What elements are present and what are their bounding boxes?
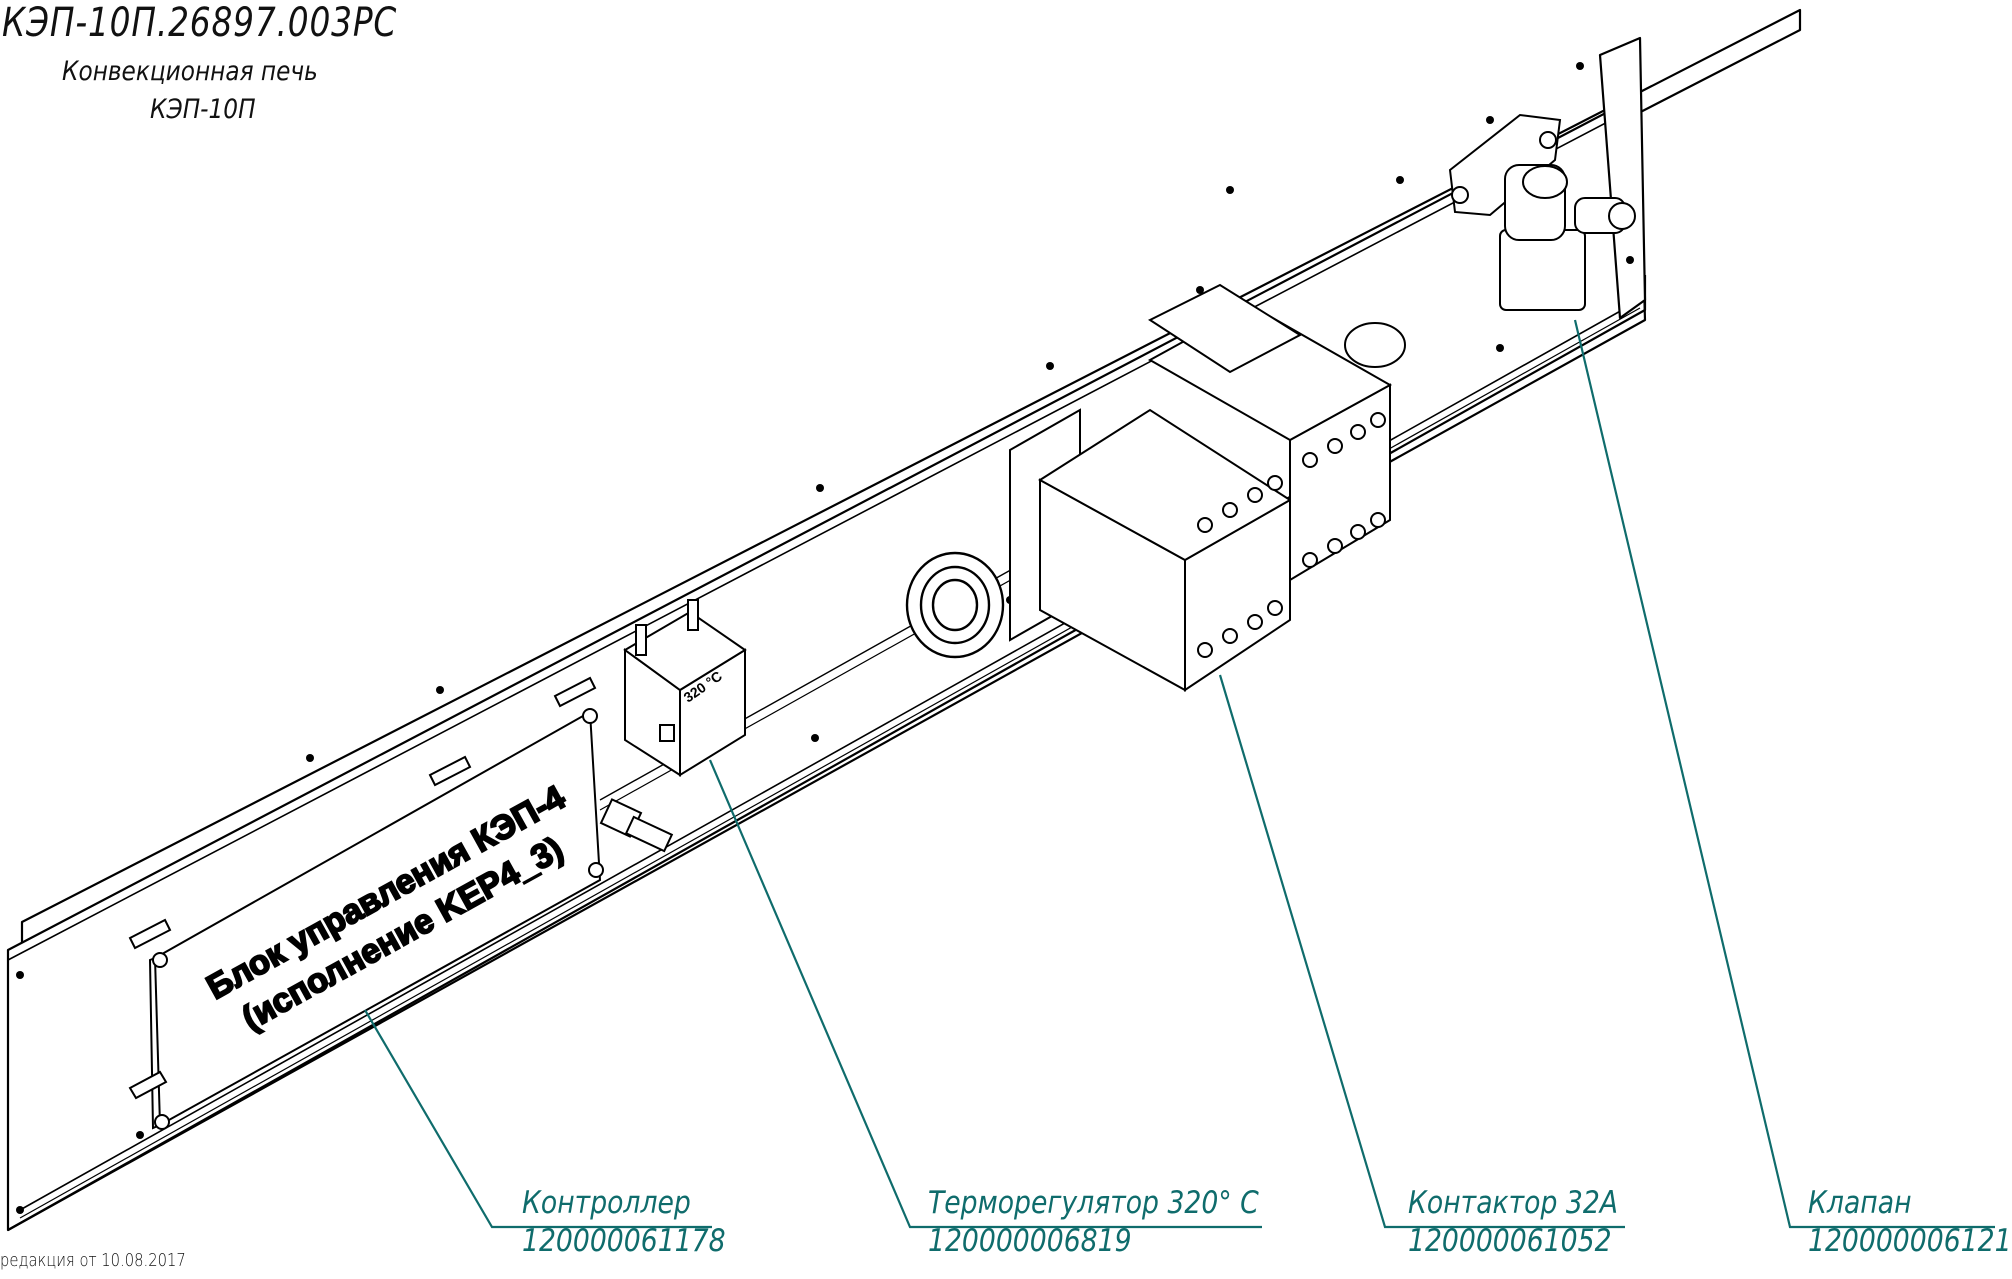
callout-controller: Контроллер 120000061178 <box>522 1186 726 1258</box>
cable-gland <box>905 551 1005 659</box>
leader-lines <box>364 319 1995 1229</box>
valve-flange <box>1448 113 1562 217</box>
panel-holes <box>16 62 1634 1214</box>
callout-valve-code: 120000006121 <box>1808 1223 2012 1259</box>
callout-contactor: Контактор 32А 120000061052 <box>1408 1186 1618 1258</box>
controller-plate <box>153 710 602 1127</box>
callout-controller-code: 120000061178 <box>522 1223 726 1259</box>
leader-controller <box>364 1009 712 1229</box>
leader-contactor <box>1218 674 1625 1229</box>
contactor-assembly <box>1009 283 1406 692</box>
thermostat-notch <box>659 724 675 742</box>
leader-thermostat <box>708 759 1262 1229</box>
callout-contactor-code: 120000061052 <box>1408 1223 1612 1259</box>
valve-coil <box>1499 229 1586 311</box>
callout-contactor-name: Контактор 32А <box>1408 1185 1619 1221</box>
document-model: КЭП-10П <box>150 94 256 125</box>
revision-note: редакция от 10.08.2017 <box>0 1250 186 1271</box>
document-code: КЭП-10П.26897.003РС <box>2 0 398 46</box>
contactor-coil-block <box>1147 283 1303 374</box>
controller-standoffs <box>128 676 604 1130</box>
valve-cap <box>1522 165 1568 199</box>
contactor-cover-cap <box>1344 322 1406 368</box>
valve-screw-2 <box>1539 131 1557 149</box>
callout-valve: Клапан 120000006121 <box>1808 1186 2012 1258</box>
callout-thermostat-name: Терморегулятор 320° С <box>928 1185 1259 1221</box>
callout-thermostat: Терморегулятор 320° С 120000006819 <box>928 1186 1259 1258</box>
leader-valve <box>1573 319 1995 1229</box>
valve-screw-1 <box>1451 186 1469 204</box>
valve <box>1448 113 1636 311</box>
thermostat-terminal-1 <box>635 624 647 656</box>
document-title: Конвекционная печь <box>62 56 318 87</box>
panel-rail-upper <box>19 299 1641 1211</box>
thermostat-top <box>623 610 747 692</box>
callout-valve-name: Клапан <box>1808 1185 1912 1221</box>
thermostat: 320 °C <box>599 599 747 853</box>
valve-outlet-bore <box>1608 202 1636 230</box>
panel-rail-lower <box>19 307 1641 1219</box>
thermostat-shaft <box>624 815 674 853</box>
panel-fold-line <box>7 104 1641 961</box>
callout-thermostat-code: 120000006819 <box>928 1223 1132 1259</box>
callout-controller-name: Контроллер <box>522 1185 691 1221</box>
thermostat-terminal-2 <box>687 599 699 631</box>
contactor-terminals <box>1197 412 1386 658</box>
